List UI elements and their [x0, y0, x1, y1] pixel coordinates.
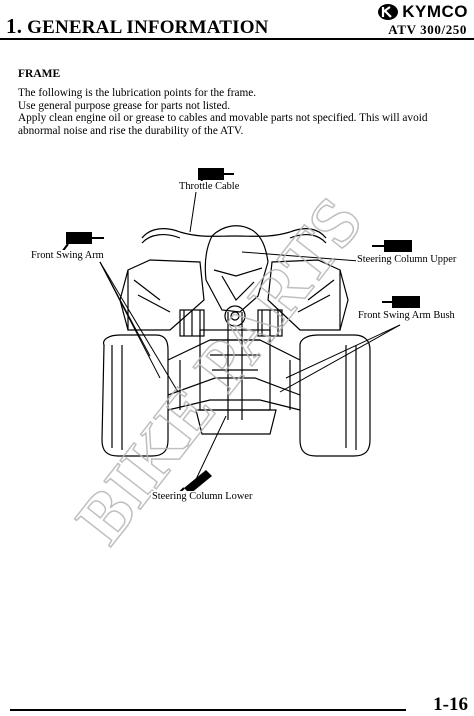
frame-section: FRAME The following is the lubrication p… [18, 68, 458, 138]
page-header: 1. GENERAL INFORMATION KYMCO ATV 300/250 [0, 0, 474, 40]
label-steering-column-lower: Steering Column Lower [151, 491, 254, 502]
grease-gun-icon [61, 232, 104, 253]
model-name: ATV 300/250 [388, 22, 467, 37]
body-line: Apply clean engine oil or grease to cabl… [18, 112, 428, 125]
lubrication-diagram: BIKE PARTS Throttle Cable Front Swing Ar… [0, 140, 474, 580]
kymco-emblem-icon [378, 4, 399, 20]
label-front-swing-arm-bush: Front Swing Arm Bush [357, 310, 456, 321]
label-throttle-cable: Throttle Cable [178, 181, 241, 192]
brand-name: KYMCO [402, 2, 468, 21]
grease-gun-icon [372, 240, 412, 252]
section-heading: FRAME [18, 68, 61, 80]
body-line: abnormal noise and rise the durability o… [18, 125, 244, 138]
footer-rule [10, 709, 406, 711]
body-line: Use general purpose grease for parts not… [18, 99, 231, 112]
atv-front-view-illustration: BIKE PARTS [61, 168, 420, 559]
label-front-swing-arm: Front Swing Arm [30, 250, 105, 261]
header-rule [0, 38, 474, 40]
grease-gun-icon [382, 296, 420, 308]
label-steering-column-upper: Steering Column Upper [356, 254, 458, 265]
chapter-title: 1. GENERAL INFORMATION [6, 14, 269, 39]
chapter-title-text: GENERAL INFORMATION [27, 17, 269, 38]
body-line: The following is the lubrication points … [18, 86, 257, 99]
brand-logo: KYMCO [377, 2, 468, 22]
chapter-number: 1. [6, 14, 23, 38]
page-number: 1-16 [433, 694, 468, 715]
